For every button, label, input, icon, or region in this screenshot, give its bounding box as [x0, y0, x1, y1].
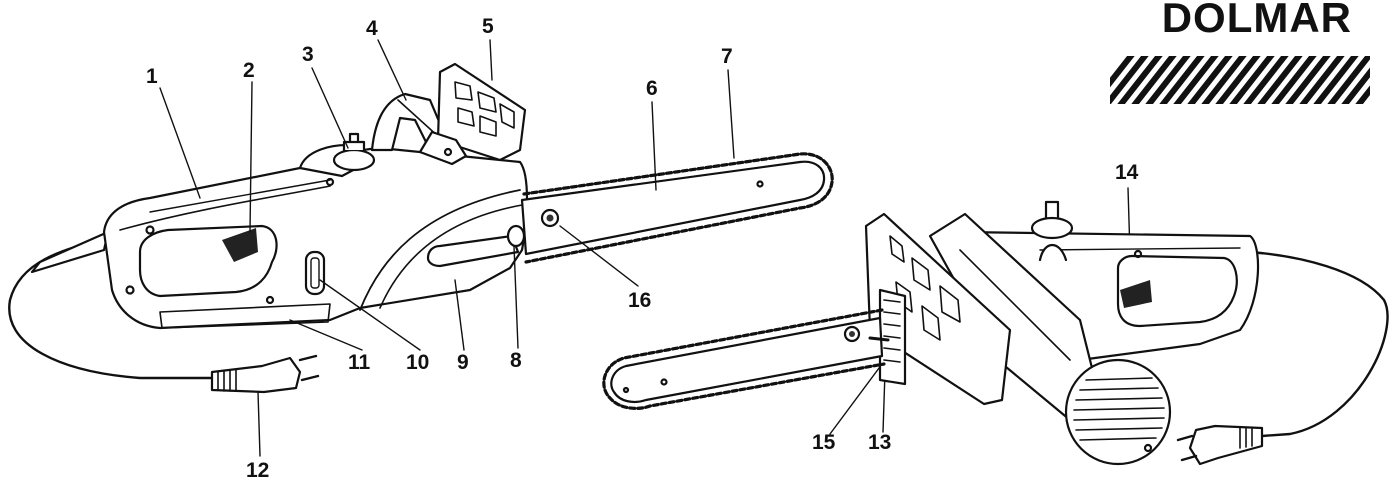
left-chainsaw — [8, 62, 834, 394]
brand-logo: DOLMAR — [1088, 0, 1378, 110]
callout-16: 16 — [628, 289, 652, 312]
brand-name: DOLMAR — [1161, 0, 1352, 41]
callout-3: 3 — [302, 43, 314, 66]
callout-13: 13 — [868, 431, 892, 454]
left-oil-cap — [332, 132, 376, 172]
leader-lines — [159, 39, 1131, 457]
callout-10: 10 — [406, 351, 430, 374]
right-power-cord — [1248, 250, 1389, 438]
left-hand-guard — [436, 62, 527, 162]
right-oil-cap — [1030, 200, 1074, 262]
callout-11: 11 — [348, 351, 371, 374]
right-plug — [1176, 424, 1264, 466]
right-chainsaw — [602, 200, 1389, 466]
callout-9: 9 — [457, 351, 469, 374]
callout-12: 12 — [246, 459, 270, 482]
left-front-handle — [370, 92, 448, 152]
callout-1: 1 — [146, 65, 158, 88]
brand-hatch-mark — [1110, 56, 1370, 104]
callout-4: 4 — [366, 17, 378, 40]
left-chain-tensioner — [506, 224, 526, 248]
right-saw-chain — [602, 308, 886, 410]
callout-7: 7 — [721, 45, 733, 68]
callout-14: 14 — [1115, 161, 1139, 184]
callout-15: 15 — [812, 431, 836, 454]
left-saw-chain — [522, 152, 834, 264]
right-motor-cap — [1064, 358, 1172, 466]
left-guide-bar — [520, 152, 834, 264]
left-trigger — [222, 228, 258, 262]
right-guide-bar — [602, 308, 886, 410]
callout-2: 2 — [243, 59, 255, 82]
callout-5: 5 — [482, 15, 494, 38]
callout-6: 6 — [646, 77, 658, 100]
callout-8: 8 — [510, 349, 522, 372]
left-plug — [210, 354, 320, 394]
